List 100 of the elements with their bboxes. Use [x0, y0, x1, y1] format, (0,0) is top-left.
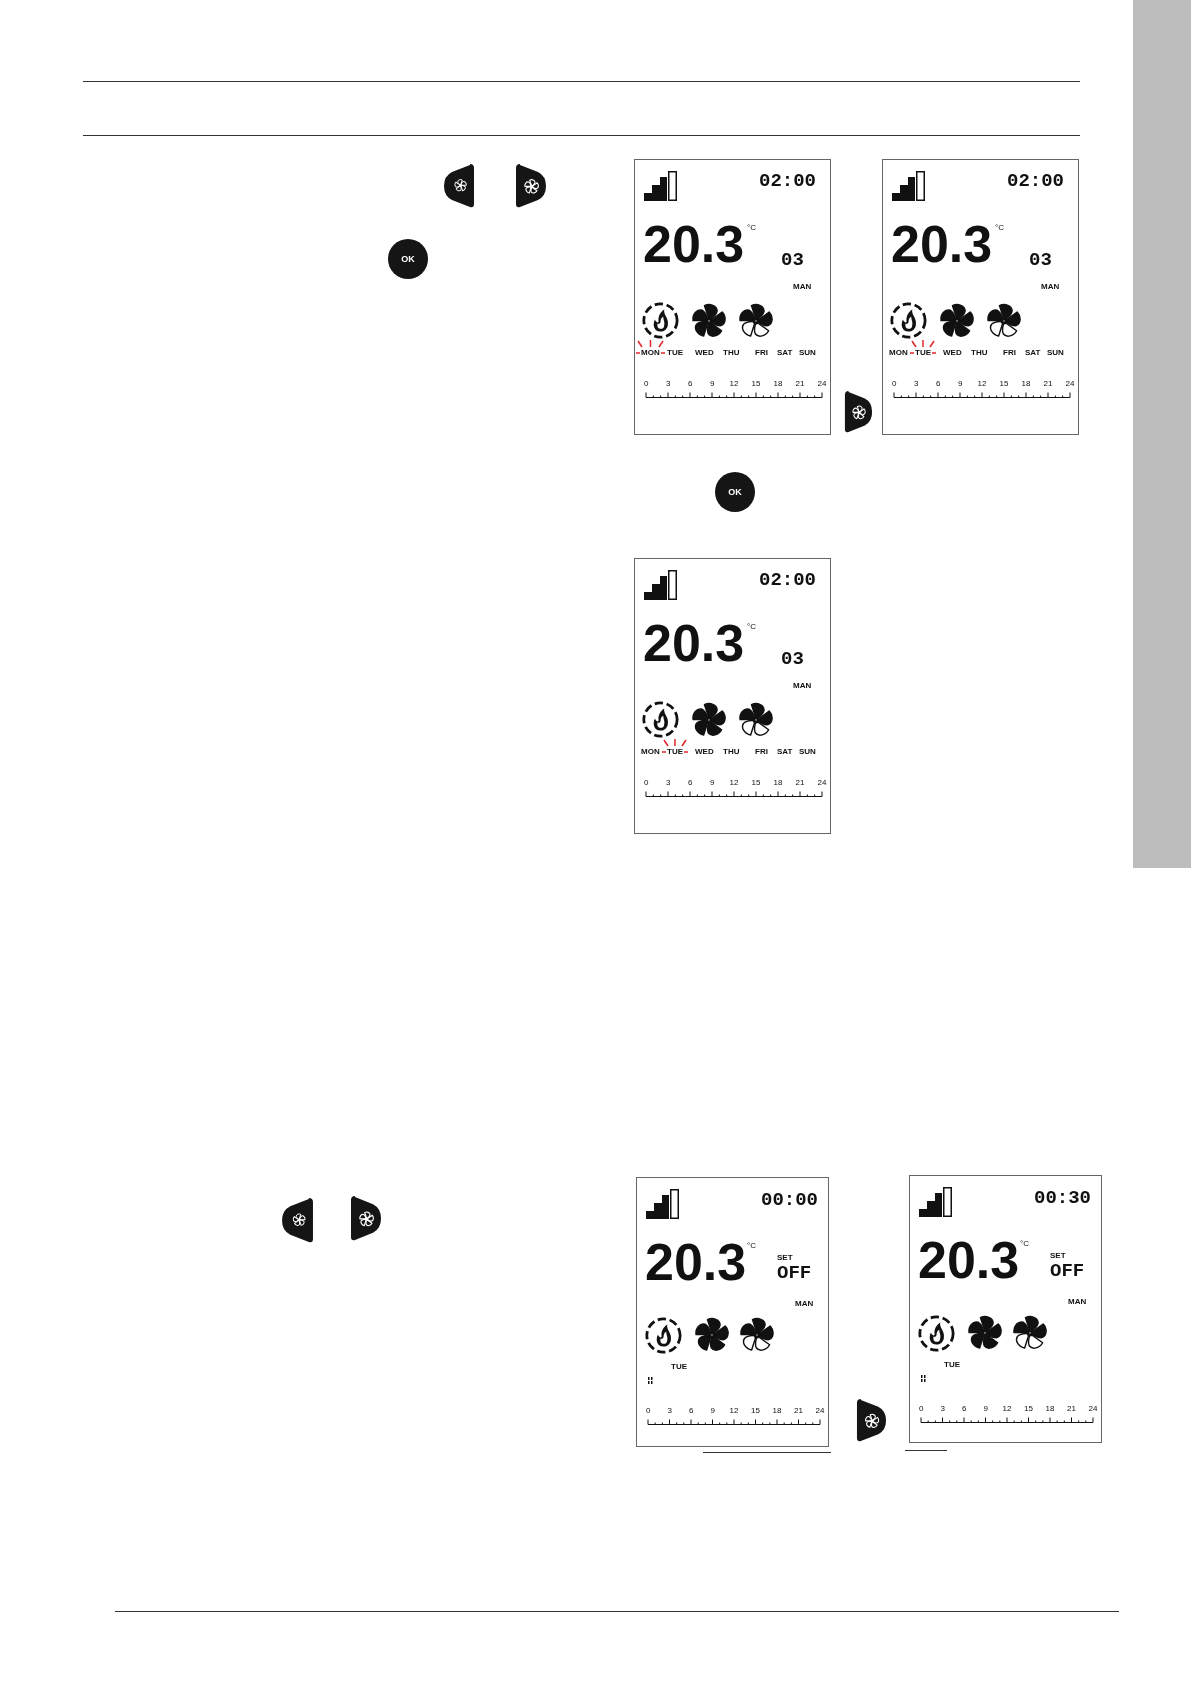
tick-label: 9 — [983, 1405, 988, 1413]
day-label: THU — [971, 349, 988, 357]
tick-label: 0 — [892, 380, 897, 388]
power-level-readout: 03 — [781, 650, 804, 669]
mode-label: MAN — [1068, 1298, 1087, 1306]
tick-label: 9 — [710, 779, 715, 787]
unit-label: °C — [1020, 1240, 1029, 1248]
tick-label: 3 — [940, 1405, 945, 1413]
mode-label: MAN — [793, 283, 812, 291]
fan-button-icon — [515, 163, 547, 209]
day-label: THU — [723, 748, 740, 756]
ok-button: OK — [715, 472, 755, 512]
day-label: TUE — [944, 1361, 960, 1369]
tick-label: 9 — [958, 380, 963, 388]
unit-label: °C — [747, 224, 756, 232]
tick-label: 12 — [977, 380, 987, 388]
tick-label: 9 — [710, 1407, 715, 1415]
day-label: TUE — [667, 349, 683, 357]
day-label: FRI — [1003, 349, 1016, 357]
fan-button-icon — [350, 1195, 382, 1242]
tick-label: 0 — [644, 380, 649, 388]
day-label: TUE — [667, 748, 683, 756]
lcd-screen — [634, 558, 831, 834]
lcd-screen — [634, 159, 831, 435]
tick-label: 15 — [751, 1407, 760, 1415]
fan-button-icon — [443, 163, 475, 209]
tick-label: 21 — [794, 1407, 803, 1415]
day-label: SAT — [777, 349, 793, 357]
unit-label: °C — [747, 623, 756, 631]
tick-label: 6 — [688, 779, 693, 787]
tick-label: 12 — [729, 380, 739, 388]
fan-button-icon — [856, 1398, 887, 1443]
tick-label: 15 — [1024, 1405, 1033, 1413]
day-label: TUE — [915, 349, 931, 357]
power-level-readout: 03 — [781, 251, 804, 270]
tick-label: 15 — [751, 380, 761, 388]
day-label: SUN — [1047, 349, 1064, 357]
mode-label: MAN — [793, 682, 812, 690]
tick-label: 12 — [729, 779, 739, 787]
day-label: MON — [641, 349, 660, 357]
side-tab — [1133, 0, 1191, 868]
temperature-readout: 20.3 — [918, 1234, 1020, 1286]
tick-label: 24 — [815, 1407, 825, 1415]
day-label: MON — [889, 349, 908, 357]
tick-label: 3 — [666, 779, 671, 787]
tick-label: 0 — [646, 1407, 651, 1415]
power-level-readout: 03 — [1029, 251, 1052, 270]
tick-label: 12 — [729, 1407, 739, 1415]
day-label: WED — [695, 748, 714, 756]
mode-label: MAN — [1041, 283, 1060, 291]
clock-readout: 02:00 — [759, 571, 816, 590]
set-label: SET — [1050, 1252, 1066, 1260]
day-label: WED — [695, 349, 714, 357]
day-label: THU — [723, 349, 740, 357]
clock-readout: 02:00 — [1007, 172, 1064, 191]
clock-readout: 00:00 — [761, 1191, 818, 1210]
tick-label: 6 — [688, 380, 693, 388]
tick-label: 21 — [1043, 380, 1053, 388]
tick-label: 18 — [773, 380, 783, 388]
tick-label: 21 — [1067, 1405, 1076, 1413]
tick-label: 24 — [1088, 1405, 1098, 1413]
lcd-screen — [636, 1177, 829, 1447]
tick-label: 24 — [1065, 380, 1075, 388]
day-label: TUE — [671, 1363, 687, 1371]
mode-label: MAN — [795, 1300, 814, 1308]
tick-label: 18 — [1021, 380, 1031, 388]
day-label: FRI — [755, 748, 768, 756]
temperature-readout: 20.3 — [645, 1236, 747, 1288]
fan-button-icon — [281, 1197, 314, 1244]
temperature-readout: 20.3 — [643, 617, 745, 669]
tick-label: 24 — [817, 779, 827, 787]
tick-label: 21 — [795, 380, 805, 388]
clock-readout: 00:30 — [1034, 1189, 1091, 1208]
unit-label: °C — [747, 1242, 756, 1250]
tick-label: 3 — [666, 380, 671, 388]
day-label: FRI — [755, 349, 768, 357]
day-label: SUN — [799, 349, 816, 357]
off-readout: OFF — [1050, 1262, 1085, 1281]
ok-button: OK — [388, 239, 428, 279]
temperature-readout: 20.3 — [643, 218, 745, 270]
day-label: SAT — [1025, 349, 1041, 357]
tick-label: 15 — [751, 779, 761, 787]
clock-readout: 02:00 — [759, 172, 816, 191]
tick-label: 18 — [1045, 1405, 1055, 1413]
tick-label: 6 — [962, 1405, 967, 1413]
lcd-screen — [909, 1175, 1102, 1443]
tick-label: 6 — [689, 1407, 694, 1415]
tick-label: 18 — [772, 1407, 782, 1415]
tick-label: 3 — [667, 1407, 672, 1415]
day-label: SUN — [799, 748, 816, 756]
lcd-screen — [882, 159, 1079, 435]
temperature-readout: 20.3 — [891, 218, 993, 270]
fan-button-icon — [844, 390, 873, 434]
tick-label: 21 — [795, 779, 805, 787]
unit-label: °C — [995, 224, 1004, 232]
off-readout: OFF — [777, 1264, 812, 1283]
tick-label: 15 — [999, 380, 1009, 388]
day-label: SAT — [777, 748, 793, 756]
tick-label: 24 — [817, 380, 827, 388]
tick-label: 18 — [773, 779, 783, 787]
